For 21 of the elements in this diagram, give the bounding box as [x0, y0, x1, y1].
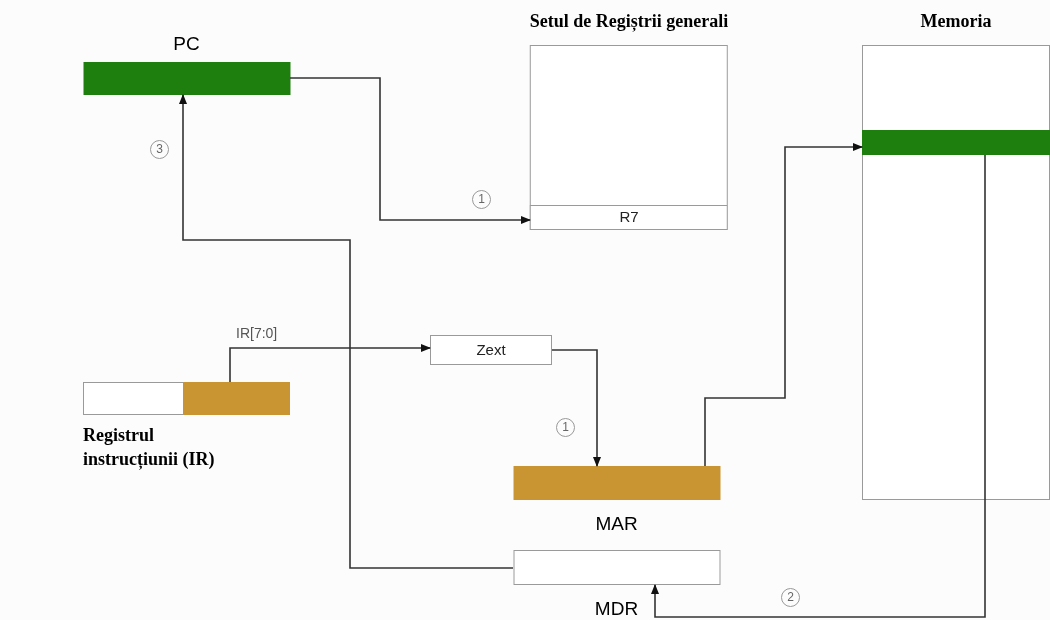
edge-label: IR[7:0] — [236, 325, 278, 341]
arrow — [551, 349, 601, 467]
process-box: Zext — [430, 335, 552, 365]
register-label: MAR — [595, 512, 638, 536]
step-number: 1 — [556, 418, 575, 437]
register-field-bar — [183, 382, 290, 415]
step-number: 2 — [781, 588, 800, 607]
arrow — [229, 344, 431, 383]
arrow — [289, 77, 531, 224]
register-label: PC — [173, 32, 200, 56]
arrow — [651, 154, 986, 618]
register-label: MDR — [594, 597, 639, 620]
memory-cell-bar — [862, 130, 1050, 155]
register-caption: Registrul instrucțiunii (IR) — [83, 424, 216, 472]
memory-title: Memoria — [920, 10, 992, 33]
arrow — [179, 94, 514, 569]
step-number: 1 — [472, 190, 491, 209]
register-file-title: Setul de Regiștrii generali — [529, 10, 729, 33]
step-number: 3 — [150, 140, 169, 159]
arrow — [704, 143, 863, 467]
register-row: R7 — [530, 205, 728, 230]
